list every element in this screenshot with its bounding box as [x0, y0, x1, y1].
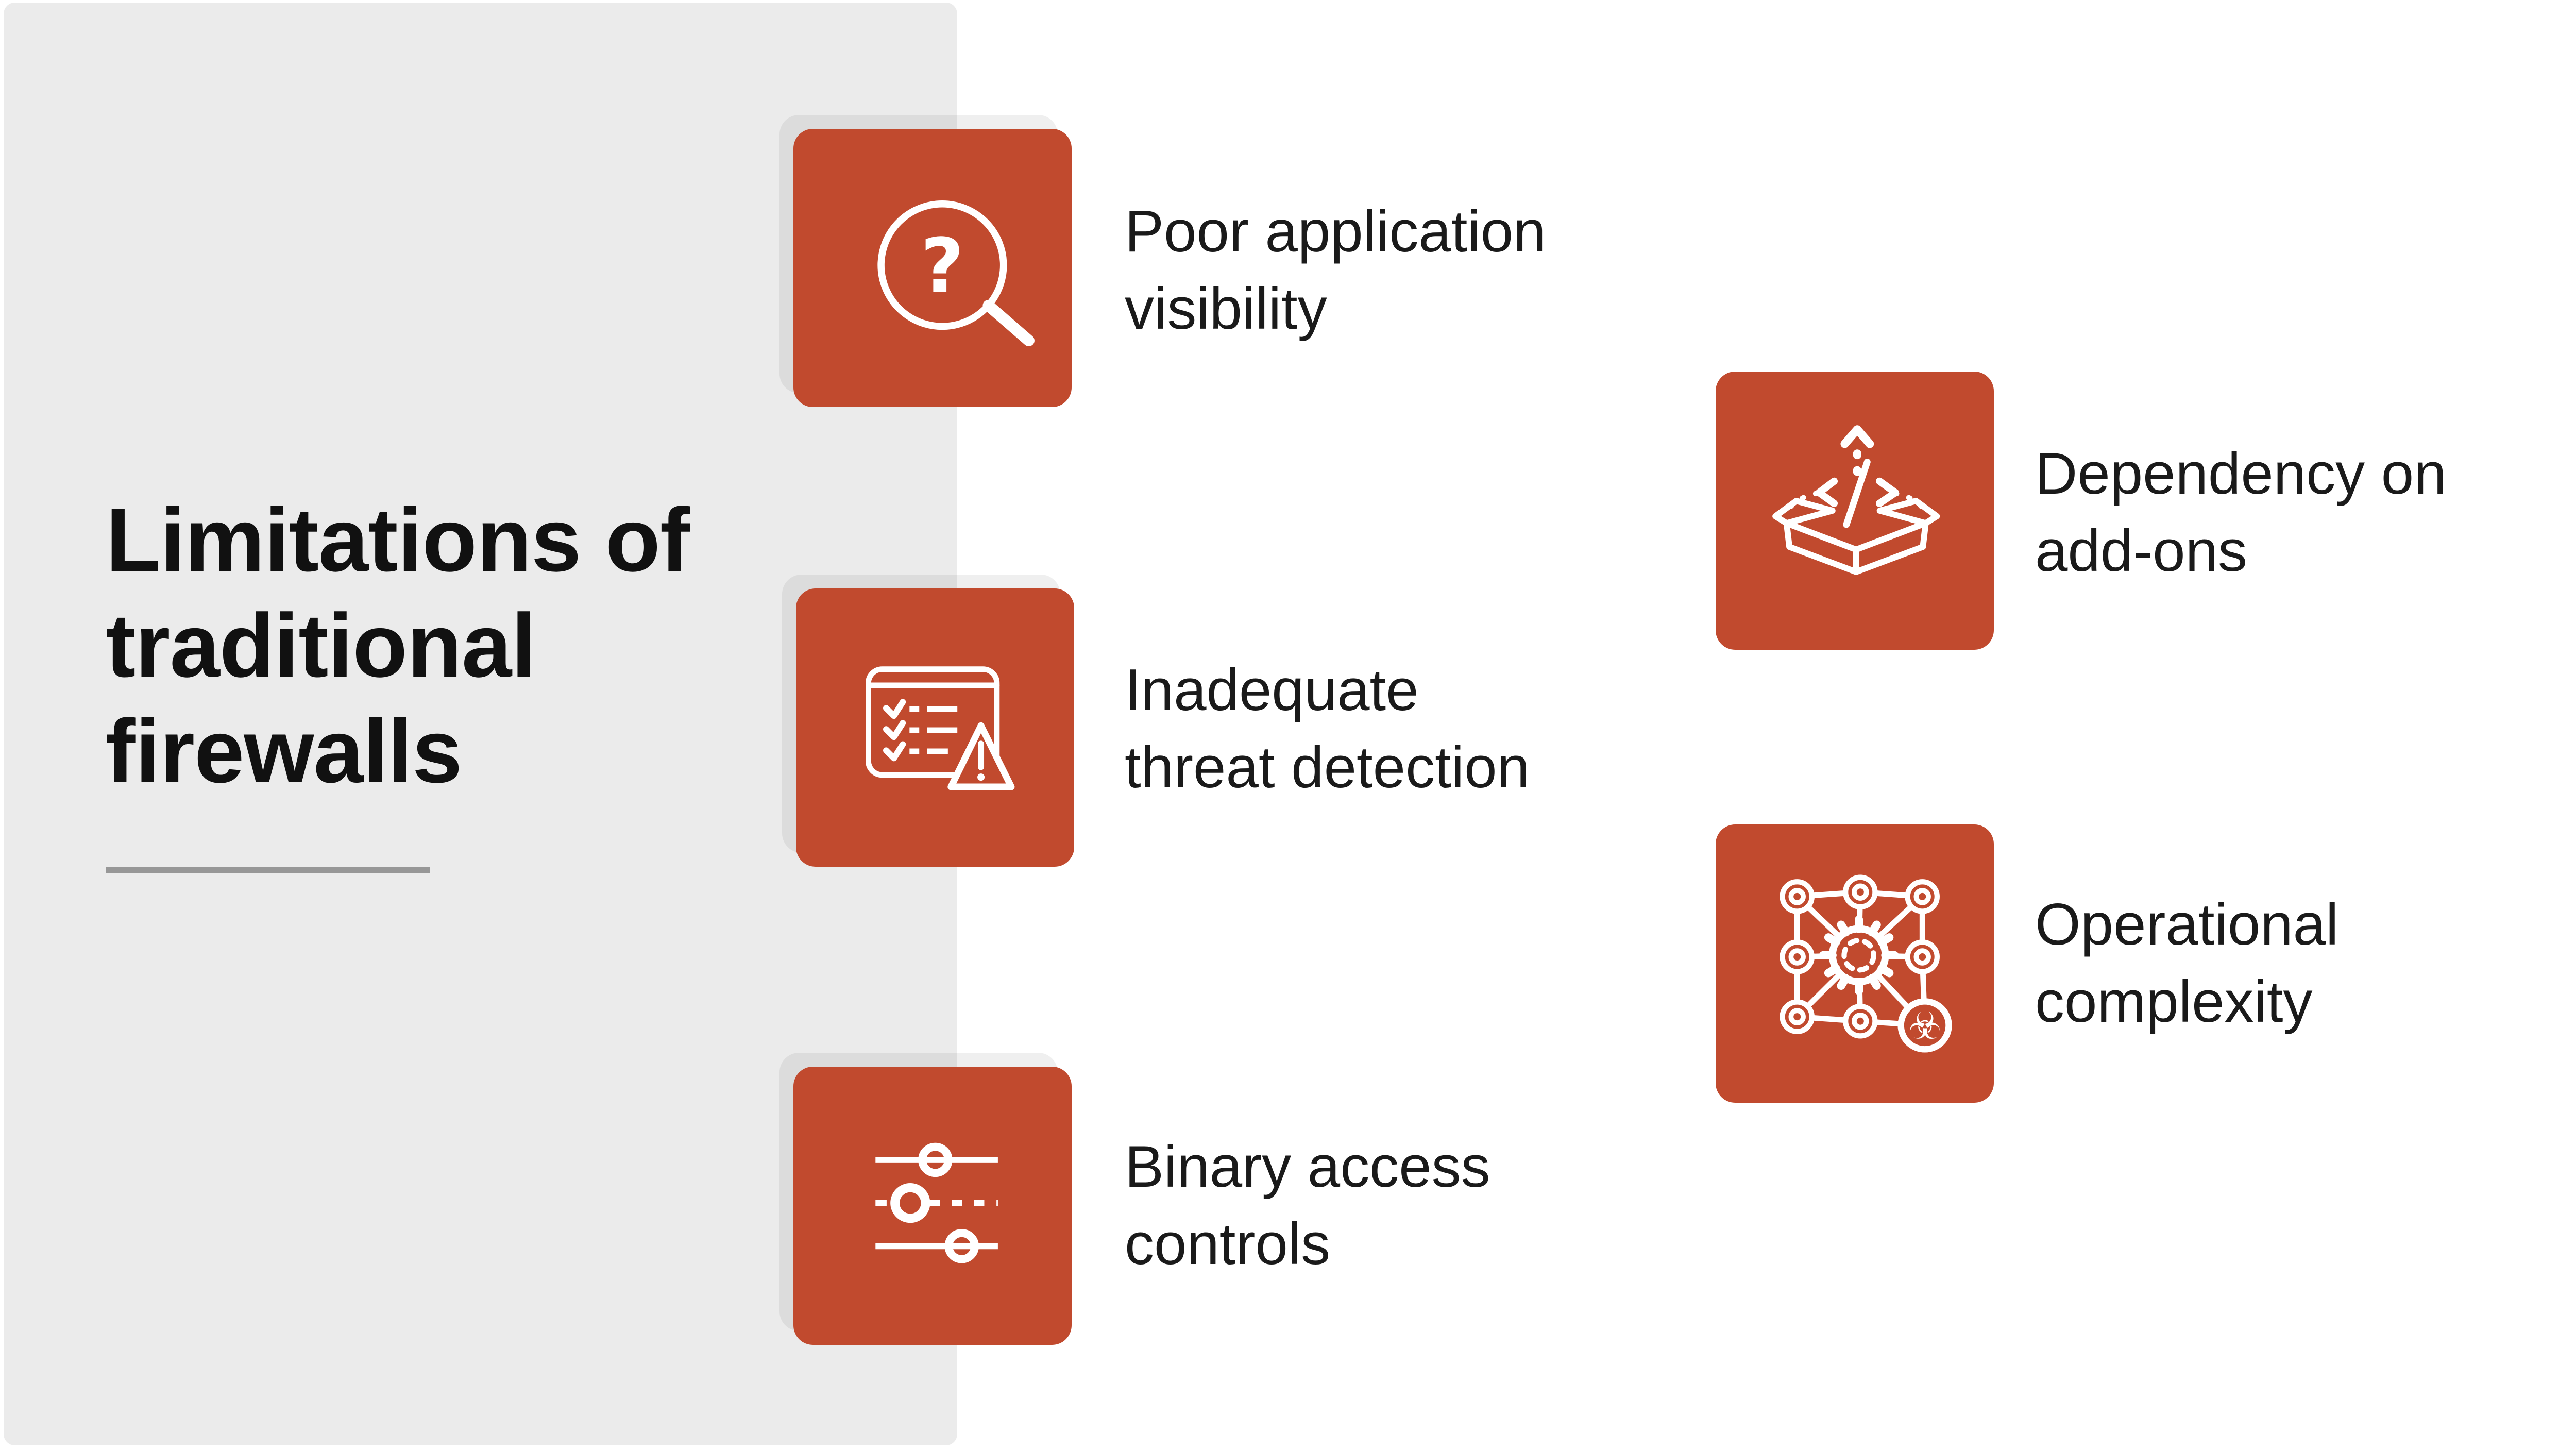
item-label: Dependency on add-ons [2035, 435, 2447, 590]
label-line: Poor application [1125, 199, 1546, 264]
label-line: Operational [2035, 892, 2339, 957]
title-underline [106, 867, 430, 873]
box-code-export-icon [1772, 425, 1940, 575]
tile-binary-access-controls [793, 1067, 1072, 1345]
tile-operational-complexity: ☣ [1716, 824, 1994, 1103]
tile-poor-application-visibility: ? [793, 129, 1072, 407]
label-line: threat detection [1125, 735, 1530, 800]
sliders-icon [875, 1142, 998, 1263]
item-label: Poor application visibility [1125, 193, 1546, 348]
label-line: Binary access [1125, 1134, 1490, 1200]
title-line-3: firewalls [106, 701, 462, 802]
title-line-2: traditional [106, 596, 536, 696]
svg-text:☣: ☣ [1908, 1004, 1941, 1048]
svg-text:?: ? [921, 223, 964, 310]
label-line: add-ons [2035, 518, 2247, 584]
checklist-warning-icon [866, 666, 1015, 790]
item-label: Binary access controls [1125, 1128, 1490, 1283]
label-line: controls [1125, 1211, 1331, 1277]
page-title: Limitations of traditional firewalls [106, 487, 878, 804]
label-line: Dependency on [2035, 441, 2447, 507]
label-line: visibility [1125, 276, 1327, 342]
network-gear-biohazard-icon: ☣ [1780, 874, 1952, 1053]
item-label: Inadequate threat detection [1125, 652, 1530, 806]
label-line: Inadequate [1125, 658, 1419, 723]
label-line: complexity [2035, 969, 2313, 1035]
magnifier-question-icon: ? [877, 200, 1035, 347]
tile-inadequate-threat-detection [796, 588, 1074, 867]
tile-dependency-on-add-ons [1716, 372, 1994, 650]
item-label: Operational complexity [2035, 886, 2338, 1041]
title-line-1: Limitations of [106, 490, 690, 591]
